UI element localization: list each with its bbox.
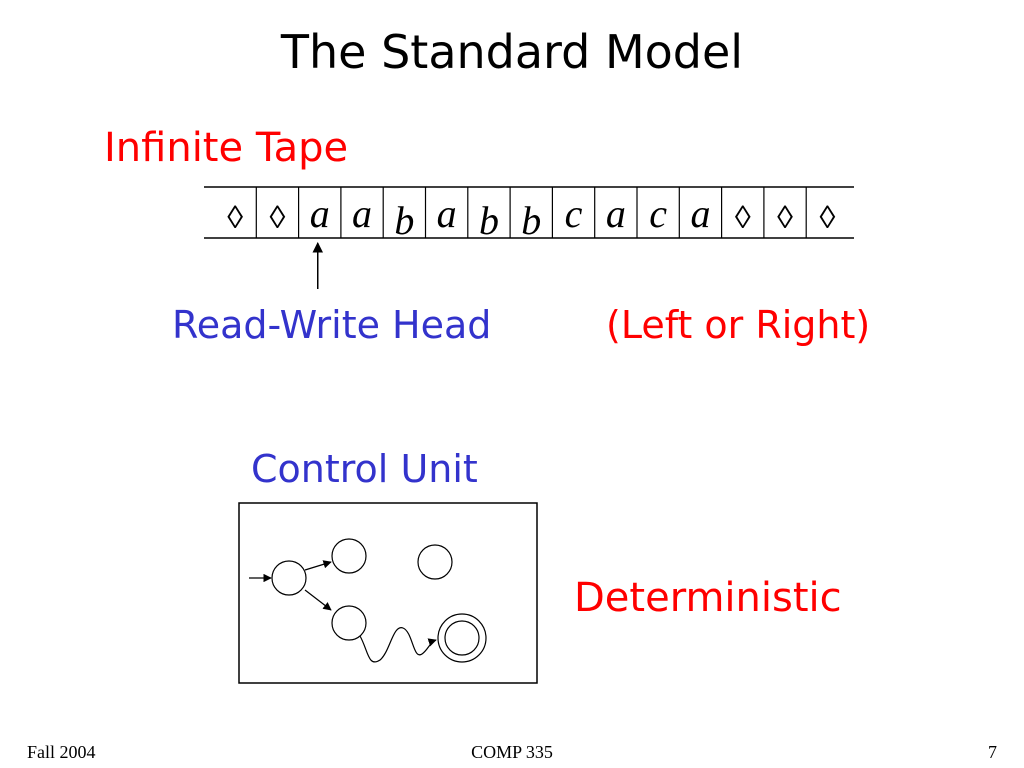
state-accept-outer [437, 613, 487, 663]
transition-lower-to-accept [359, 627, 437, 663]
tape-cell-8: c [565, 191, 583, 236]
tape-cell-10: c [649, 191, 667, 236]
state-lower [331, 605, 367, 641]
tape-cell-14: ◊ [819, 199, 835, 235]
transition-start-to-lower [304, 589, 332, 611]
tape-cell-11: a [690, 191, 710, 236]
footer-page-number: 7 [988, 742, 997, 762]
footer-date: Fall 2004 [27, 742, 96, 762]
tape-label: Infinite Tape [104, 125, 349, 171]
tape-cell-3: a [352, 191, 372, 236]
control-unit-box [238, 502, 538, 684]
state-accept-inner [444, 620, 480, 656]
state-upper [331, 538, 367, 574]
control-unit-frame [238, 502, 538, 684]
tape-cell-6: b [479, 198, 499, 243]
tape-cell-13: ◊ [777, 199, 793, 235]
deterministic-label: Deterministic [574, 575, 842, 621]
control-unit-label: Control Unit [251, 447, 478, 491]
tape-cell-5: a [437, 191, 457, 236]
tape-cell-12: ◊ [735, 199, 751, 235]
read-write-head-label: Read-Write Head [172, 303, 492, 347]
footer-course: COMP 335 [471, 742, 553, 762]
slide-title: The Standard Model [280, 25, 744, 79]
tape-cell-4: b [394, 198, 414, 243]
state-start [271, 560, 307, 596]
tape-cell-1: ◊ [270, 199, 286, 235]
tape-cell-0: ◊ [227, 199, 243, 235]
direction-label: (Left or Right) [606, 303, 871, 347]
state-isolated [417, 544, 453, 580]
tape-cell-9: a [606, 191, 626, 236]
transition-start-to-upper [304, 560, 332, 571]
tape-cell-7: b [521, 198, 541, 243]
tape-cell-2: a [310, 191, 330, 236]
